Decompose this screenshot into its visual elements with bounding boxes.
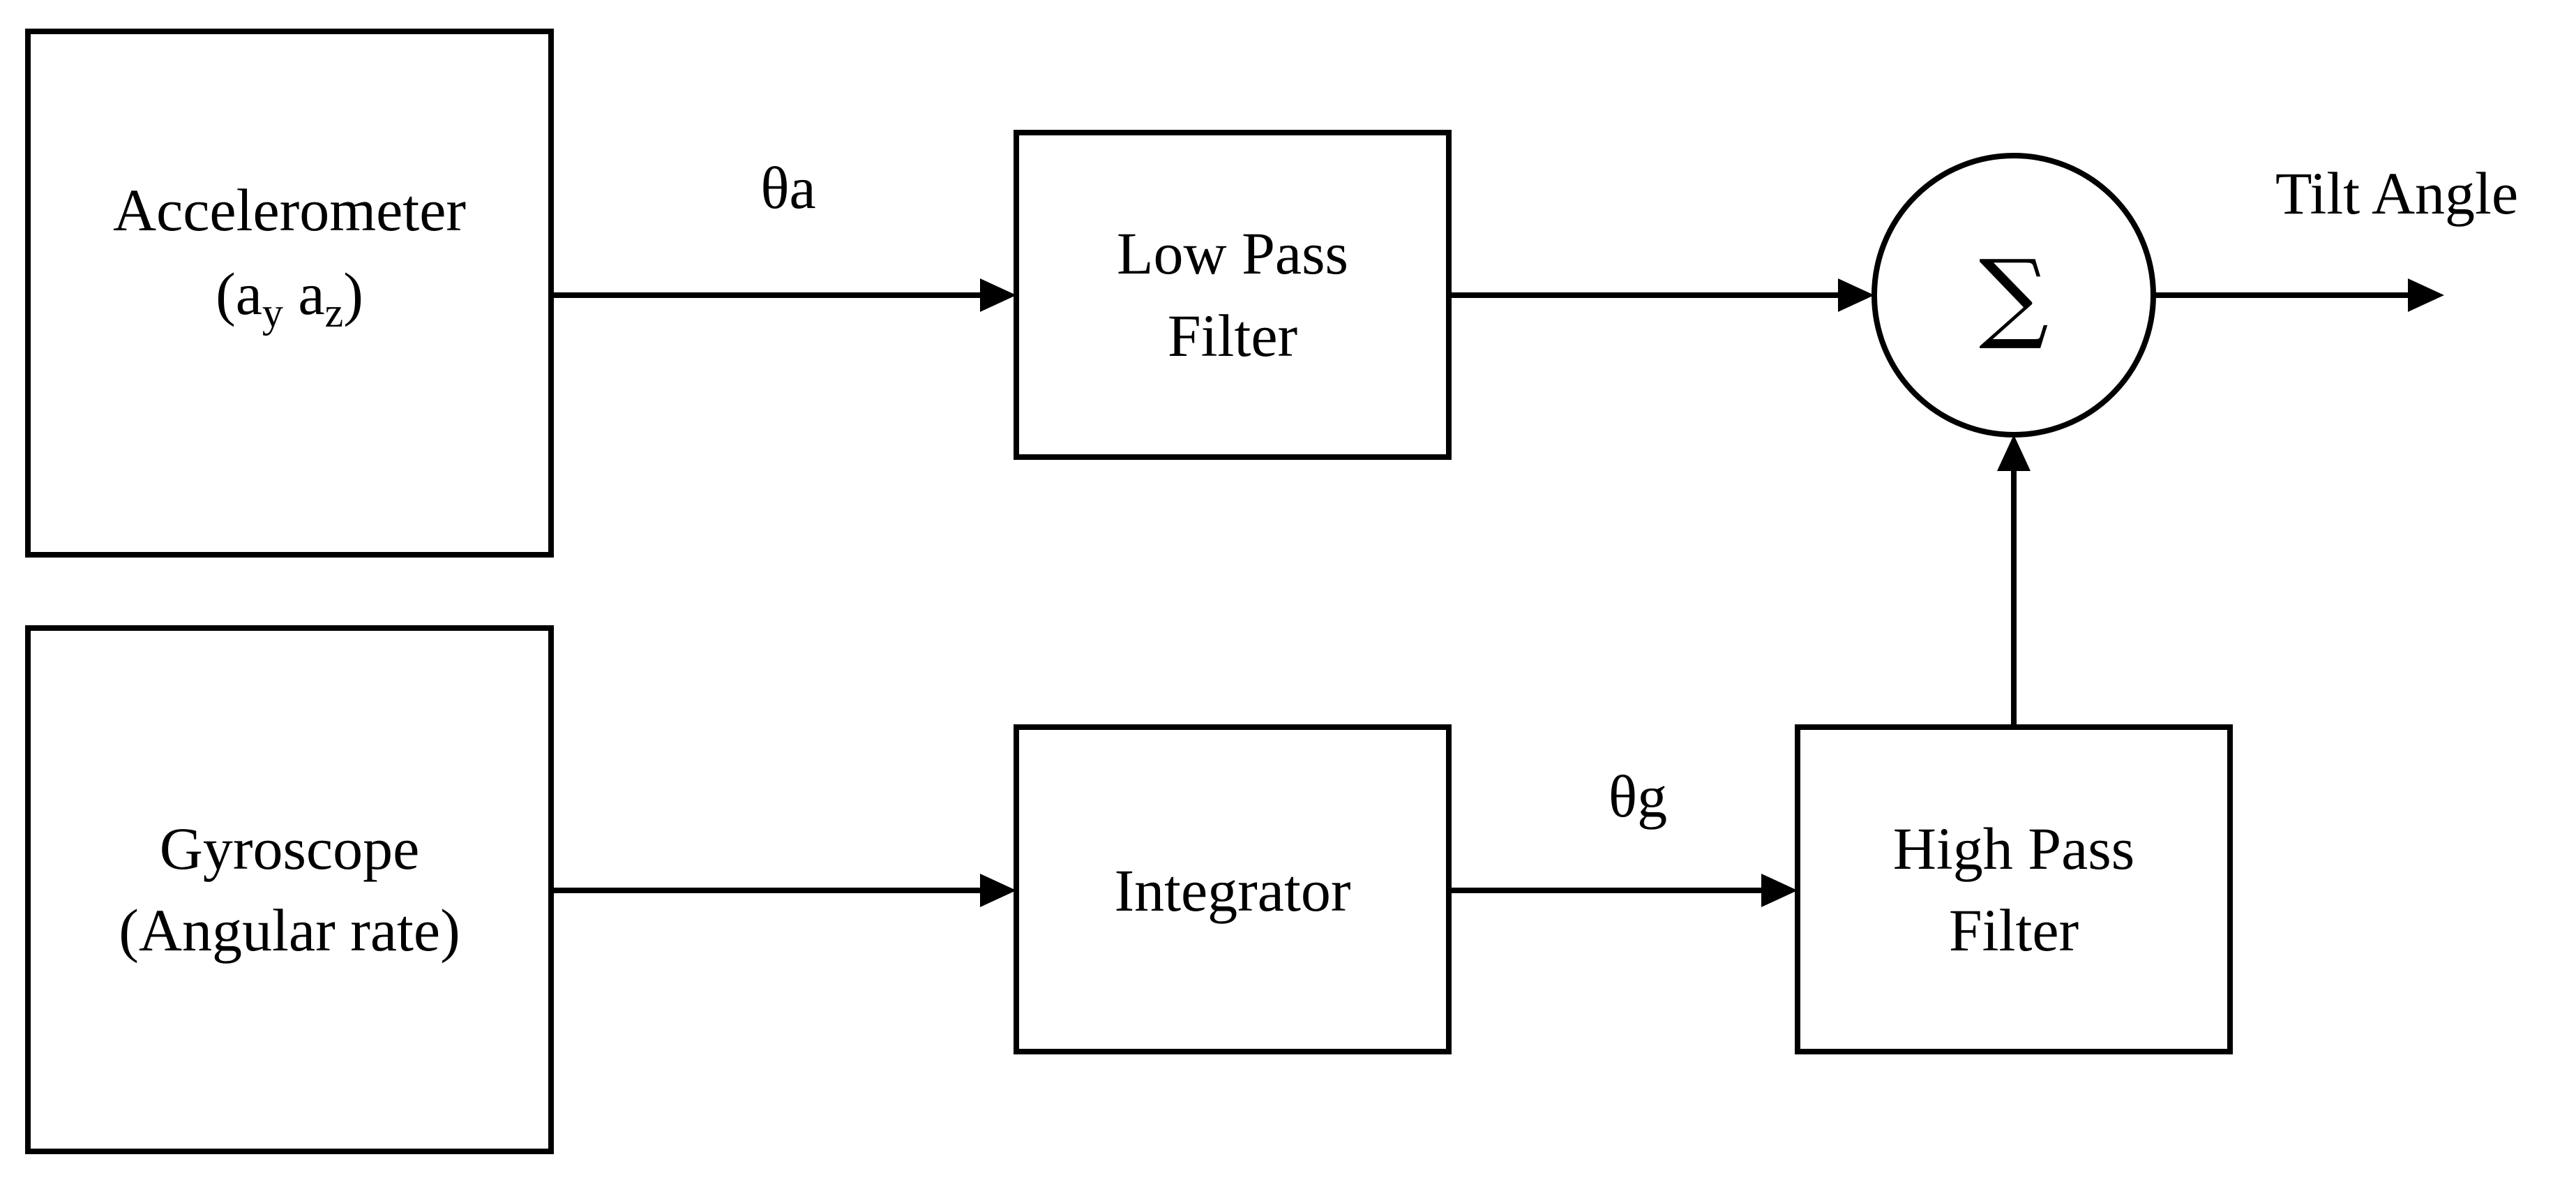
arrowhead-icon	[2408, 278, 2444, 312]
arrowhead-icon	[980, 874, 1016, 907]
accelerometer-label: Accelerometer	[113, 177, 466, 244]
integrator-label: Integrator	[1114, 857, 1350, 924]
low-pass-filter-block: Low Pass Filter	[1014, 130, 1452, 460]
accelerometer-inputs-label: (ay az)	[216, 260, 363, 336]
theta-a-label: θa	[760, 154, 815, 221]
arrowhead-icon	[1997, 435, 2031, 471]
theta-g-label: θg	[1609, 763, 1667, 830]
arrowhead-icon	[1838, 278, 1874, 312]
low-pass-filter-label-line1: Low Pass	[1117, 220, 1348, 287]
accelerometer-block: Accelerometer (ay az)	[25, 29, 554, 558]
high-pass-filter-label-line2: Filter	[1949, 897, 2079, 964]
arrowhead-icon	[1761, 874, 1798, 907]
high-pass-filter-block: High Pass Filter	[1795, 724, 2233, 1054]
tilt-angle-output-label: Tilt Angle	[2275, 160, 2518, 227]
low-pass-to-sum-arrow	[1449, 278, 1874, 312]
high-pass-filter-label-line1: High Pass	[1893, 815, 2134, 882]
low-pass-filter-label-line2: Filter	[1168, 302, 1297, 369]
gyroscope-block: Gyroscope (Angular rate)	[25, 625, 554, 1154]
gyroscope-angular-rate-label: (Angular rate)	[119, 897, 460, 964]
gyroscope-label: Gyroscope	[160, 815, 420, 882]
arrowhead-icon	[980, 278, 1016, 312]
integrator-to-high-pass-arrow	[1449, 874, 1798, 907]
accelerometer-to-low-pass-arrow	[551, 278, 1016, 312]
gyroscope-to-integrator-arrow	[551, 874, 1016, 907]
sum-to-output-arrow	[2153, 278, 2444, 312]
sigma-icon: ∑	[1979, 239, 2049, 353]
summing-junction: ∑	[1871, 153, 2156, 438]
integrator-block: Integrator	[1014, 724, 1452, 1054]
high-pass-to-sum-arrow	[1997, 435, 2031, 727]
